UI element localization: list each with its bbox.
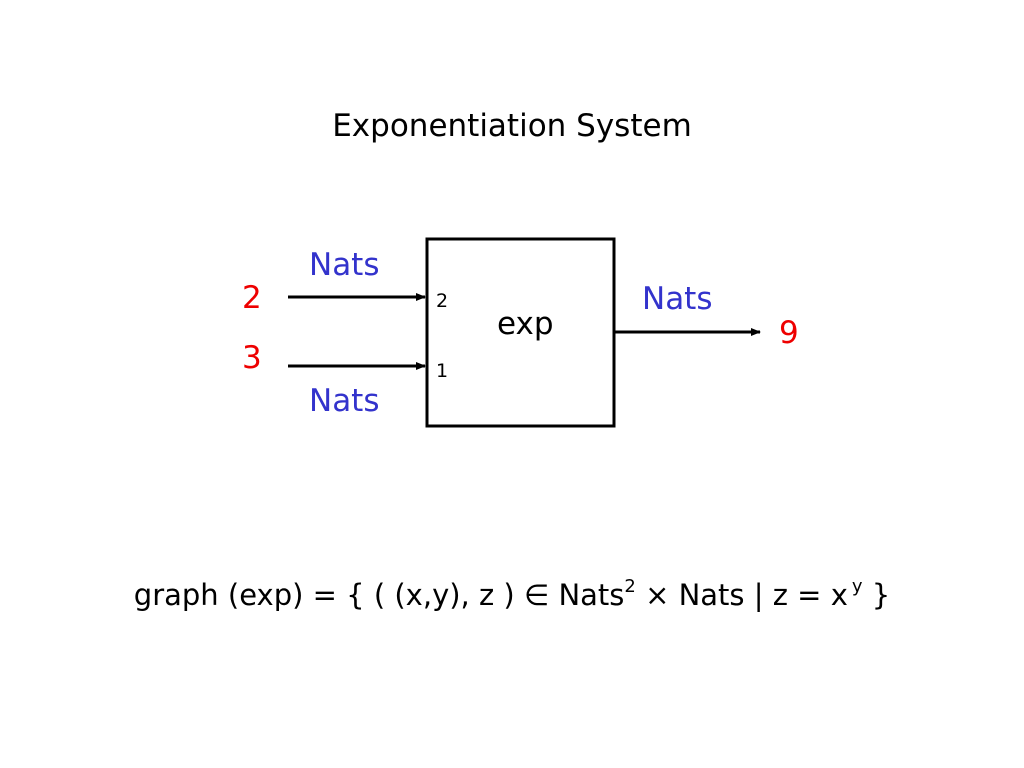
page-title: Exponentiation System (332, 108, 692, 144)
formula-power: y (851, 576, 863, 598)
exp-box-label: exp (497, 306, 554, 342)
input-top-value: 2 (242, 280, 262, 316)
formula-exponent: 2 (624, 576, 636, 598)
formula-prefix: graph (exp) = { ( (x,y), z ) (133, 578, 524, 612)
element-of-symbol: ∈ (523, 578, 550, 612)
formula-set1: Nats (558, 578, 625, 612)
formula-set2: Nats | z = x (678, 578, 848, 612)
input-bottom-value: 3 (242, 340, 262, 376)
graph-formula: graph (exp) = { ( (x,y), z ) ∈ Nats2 × N… (0, 576, 1024, 612)
output-value: 9 (779, 315, 799, 351)
times-symbol: × (645, 578, 670, 612)
output-type-label: Nats (642, 281, 713, 317)
port-label-bottom: 1 (436, 360, 449, 382)
formula-suffix: } (862, 578, 891, 612)
input-bottom-type-label: Nats (309, 383, 380, 419)
input-top-type-label: Nats (309, 247, 380, 283)
port-label-top: 2 (436, 290, 449, 312)
